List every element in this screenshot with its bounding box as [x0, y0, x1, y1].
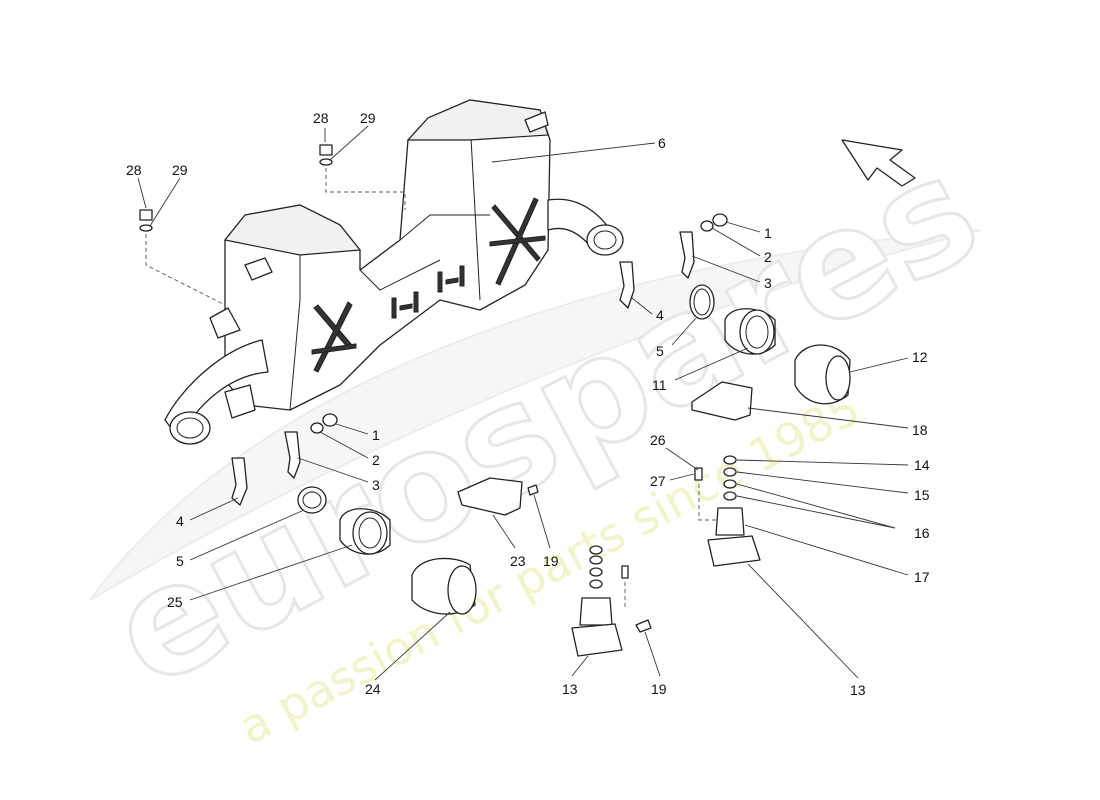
callout-27: 27 — [650, 473, 666, 489]
watermark-swoosh — [89, 229, 981, 601]
bracket-right — [691, 381, 753, 421]
callout-4-right: 4 — [656, 307, 664, 323]
callout-26: 26 — [650, 432, 666, 448]
leader-lines — [137, 125, 909, 681]
callout-15: 15 — [914, 487, 930, 503]
callout-29-left: 29 — [172, 162, 188, 178]
callout-24: 24 — [365, 681, 381, 697]
callout-28-left: 28 — [126, 162, 142, 178]
direction-arrow-icon — [841, 139, 916, 187]
callout-16: 16 — [914, 525, 930, 541]
callout-1-left: 1 — [372, 427, 380, 443]
callout-25: 25 — [167, 594, 183, 610]
callout-12: 12 — [912, 349, 928, 365]
callout-18: 18 — [912, 422, 928, 438]
callout-11: 11 — [652, 377, 667, 393]
tailpipe-trim-left — [411, 557, 477, 615]
callout-3-left: 3 — [372, 477, 380, 493]
callout-13-right: 13 — [850, 682, 866, 698]
callout-5-right: 5 — [656, 343, 664, 359]
callout-28-top: 28 — [313, 110, 329, 126]
callout-2-left: 2 — [372, 452, 380, 468]
callout-5-left: 5 — [176, 553, 184, 569]
drain-plug-top — [319, 144, 406, 210]
callout-23: 23 — [510, 553, 526, 569]
right-clamp-set — [619, 213, 776, 355]
callout-19-center: 19 — [543, 553, 559, 569]
callout-2-right: 2 — [764, 249, 772, 265]
silencer — [164, 99, 624, 445]
rubber-mount-center — [571, 545, 652, 657]
callout-13-center: 13 — [562, 681, 578, 697]
callouts: 28 29 28 29 6 1 2 3 4 5 11 12 18 1 2 3 4… — [126, 110, 930, 698]
bracket-center — [457, 477, 523, 516]
rubber-mount-right — [694, 455, 761, 567]
callout-29-top: 29 — [360, 110, 376, 126]
callout-1-right: 1 — [764, 225, 772, 241]
callout-17: 17 — [914, 569, 930, 585]
bolt-center — [527, 484, 539, 496]
left-clamp-set — [231, 413, 391, 555]
tailpipe-trim-right — [794, 344, 851, 405]
callout-19-bottom: 19 — [651, 681, 667, 697]
callout-4-left: 4 — [176, 513, 184, 529]
callout-3-right: 3 — [764, 275, 772, 291]
drain-plug-left — [139, 209, 226, 306]
callout-6: 6 — [658, 135, 666, 151]
callout-14: 14 — [914, 457, 930, 473]
